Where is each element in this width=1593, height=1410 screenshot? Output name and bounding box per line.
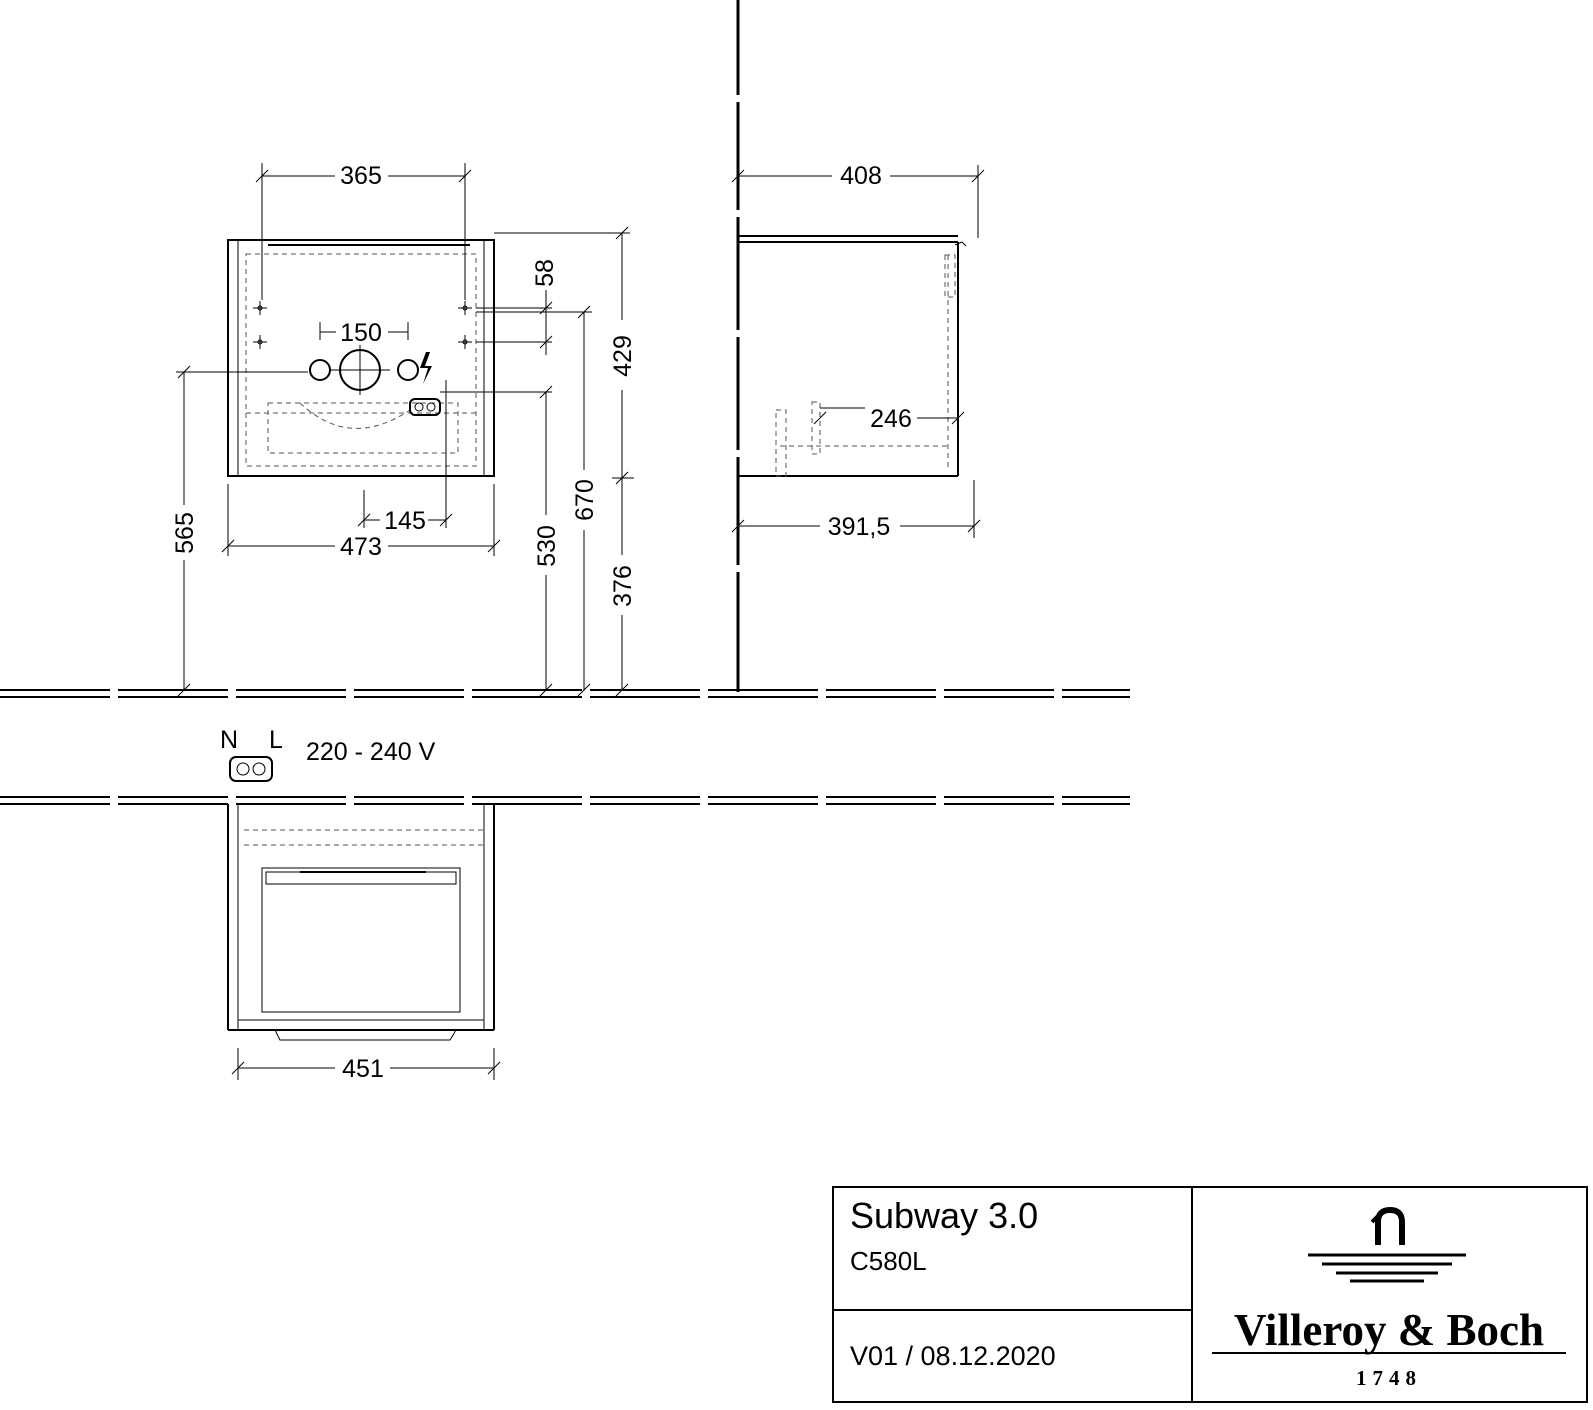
voltage-label: 220 - 240 V bbox=[306, 738, 436, 766]
electric-hazard-icon bbox=[420, 352, 432, 384]
wall-and-floor-lines bbox=[0, 0, 1130, 805]
dim-front-floor-376: 376 bbox=[609, 565, 637, 607]
dim-front-top-offset: 58 bbox=[531, 259, 559, 287]
dim-bottom-width: 451 bbox=[342, 1055, 384, 1083]
side-view-cabinet bbox=[738, 235, 967, 477]
product-code: C580L bbox=[850, 1246, 927, 1276]
dim-side-depth-top: 408 bbox=[840, 162, 882, 190]
dim-front-top-width: 365 bbox=[340, 162, 382, 190]
neutral-label: N bbox=[220, 726, 238, 754]
dim-front-hole-spacing: 150 bbox=[340, 319, 382, 347]
drawing-version: V01 / 08.12.2020 bbox=[850, 1341, 1056, 1371]
dim-front-socket-offset: 145 bbox=[384, 507, 426, 535]
brand-name: Villeroy & Boch bbox=[1234, 1305, 1544, 1355]
dim-side-depth-bottom: 391,5 bbox=[828, 513, 891, 541]
electrical-note: N L 220 - 240 V bbox=[220, 726, 436, 782]
product-name: Subway 3.0 bbox=[850, 1195, 1038, 1236]
front-view-cabinet bbox=[227, 239, 495, 477]
side-view-dimensions: 408 246 391,5 bbox=[731, 162, 985, 541]
dim-front-floor-530: 530 bbox=[533, 525, 561, 567]
pipe-holes bbox=[309, 345, 419, 395]
top-view-cabinet bbox=[227, 804, 495, 1041]
dim-front-width: 473 bbox=[340, 533, 382, 561]
front-view-dimensions: 365 150 58 429 670 530 bbox=[171, 162, 637, 697]
title-block: Subway 3.0 C580L V01 / 08.12.2020 Viller… bbox=[832, 1186, 1588, 1403]
dim-front-left-height: 565 bbox=[171, 512, 199, 554]
brand-logo-icon bbox=[1308, 1206, 1466, 1283]
dim-side-inner-depth: 246 bbox=[870, 405, 912, 433]
front-socket-icon bbox=[409, 398, 441, 416]
top-view-dimensions: 451 bbox=[231, 1048, 501, 1083]
live-label: L bbox=[269, 726, 283, 754]
dim-front-floor-670: 670 bbox=[571, 479, 599, 521]
brand-year: 1748 bbox=[1356, 1366, 1422, 1390]
dim-front-height-total: 429 bbox=[609, 335, 637, 377]
mounting-hole-marks bbox=[253, 301, 472, 349]
power-socket-icon bbox=[229, 756, 273, 782]
